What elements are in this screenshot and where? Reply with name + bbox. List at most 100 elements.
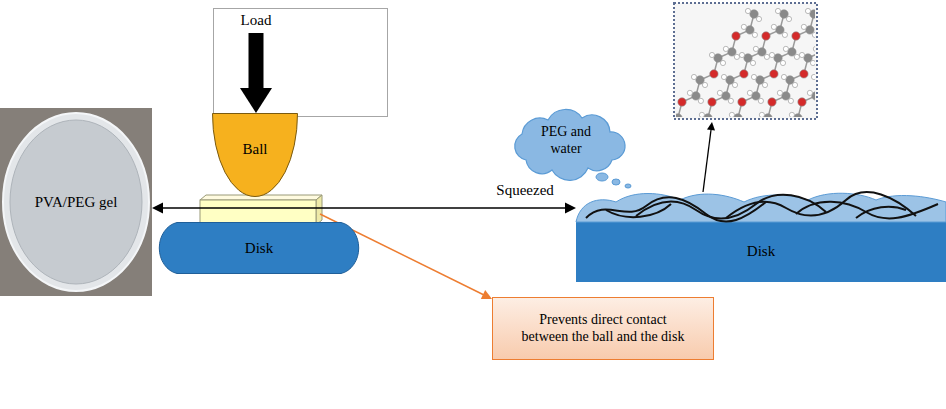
node-text: Prevents direct contact between the ball… xyxy=(518,312,688,346)
zoom-line xyxy=(703,130,711,192)
hydrogen-atom xyxy=(762,82,767,87)
carbon-atom xyxy=(764,114,772,117)
carbon-atom xyxy=(722,92,730,100)
hydrogen-atom xyxy=(799,52,804,57)
oxygen-atom xyxy=(678,98,686,106)
disk-outline xyxy=(576,188,946,282)
tail-bubble xyxy=(596,173,608,181)
oxygen-atom xyxy=(792,32,800,40)
edge-label: Squeezed xyxy=(493,181,556,199)
oxygen-atom xyxy=(798,98,806,106)
polymer-chain xyxy=(606,204,671,217)
node-text: Load xyxy=(241,11,272,29)
hydrogen-atom xyxy=(747,90,752,95)
hydrogen-atom xyxy=(777,90,782,95)
hydrogen-atom xyxy=(699,112,704,117)
connector-line xyxy=(162,207,566,209)
gel-block-side xyxy=(316,195,322,225)
load-frame xyxy=(214,9,388,117)
hydrogen-atom xyxy=(786,16,791,21)
hydrogen-atom xyxy=(758,98,763,103)
disk: Disk xyxy=(155,222,363,274)
oxygen-atom xyxy=(762,32,770,40)
hydrogen-atom xyxy=(721,74,726,79)
carbon-atom xyxy=(704,114,712,117)
carbon-atom xyxy=(776,26,784,34)
oxygen-atom xyxy=(710,70,718,78)
connector-line xyxy=(249,33,264,89)
hydrogen-atom xyxy=(734,54,739,59)
carbon-atom xyxy=(714,54,722,62)
carbon-atom xyxy=(750,10,758,18)
carbon-atom xyxy=(786,76,794,84)
hydrogen-atom xyxy=(775,8,780,13)
tail-bubble xyxy=(625,184,631,188)
oxygen-atom xyxy=(800,70,808,78)
carbon-atom xyxy=(676,114,682,117)
hydrogen-atom xyxy=(741,24,746,29)
hydrogen-atom xyxy=(698,98,703,103)
gel-block xyxy=(200,195,322,225)
zoom-head xyxy=(707,122,715,130)
carbon-atom xyxy=(780,10,788,18)
hydrogen-atom xyxy=(720,60,725,65)
carbon-atom xyxy=(752,92,760,100)
disk: Disk xyxy=(576,188,946,282)
ball: Ball xyxy=(212,113,298,197)
note-box: Prevents direct contact between the ball… xyxy=(492,297,714,360)
hydrogen-atom xyxy=(812,32,815,37)
oxygen-atom xyxy=(740,70,748,78)
carbon-atom xyxy=(726,76,734,84)
hydrogen-atom xyxy=(792,82,797,87)
tail-bubble xyxy=(612,179,620,185)
carbon-atom xyxy=(744,54,752,62)
node-text: PVA/PEG gel xyxy=(35,193,118,211)
photo-ground xyxy=(0,108,152,296)
polymer-chain xyxy=(726,192,916,218)
hydrogen-atom xyxy=(813,46,815,51)
node-text: PEG and water xyxy=(535,124,597,158)
carbon-atom xyxy=(746,26,754,34)
hydrogen-atom xyxy=(750,60,755,65)
molecule-frame xyxy=(674,3,817,119)
hydrogen-atom xyxy=(781,74,786,79)
gel-photo: PVA/PEG gel xyxy=(0,108,152,296)
arrow-head xyxy=(565,203,576,214)
hydrogen-atom xyxy=(801,24,806,29)
oxygen-atom xyxy=(738,98,746,106)
arrow-head xyxy=(240,88,272,113)
hydrogen-atom xyxy=(732,82,737,87)
carbon-atom xyxy=(734,114,742,117)
note-shape xyxy=(493,298,714,360)
molecule-image xyxy=(655,3,881,132)
hydrogen-atom xyxy=(751,74,756,79)
oxygen-atom xyxy=(768,98,776,106)
disk-shape xyxy=(159,223,358,274)
hydrogen-atom xyxy=(717,90,722,95)
hydrogen-atom xyxy=(702,82,707,87)
hydrogen-atom xyxy=(769,52,774,57)
hydrogen-atom xyxy=(783,46,788,51)
carbon-atom xyxy=(692,92,700,100)
hydrogen-atom xyxy=(729,112,734,117)
hydrogen-atom xyxy=(810,60,815,65)
hydrogen-atom xyxy=(745,8,750,13)
carbon-atom xyxy=(794,114,802,117)
ball-shape xyxy=(213,114,298,197)
carbon-atom xyxy=(806,26,814,34)
node-text: Ball xyxy=(243,140,268,158)
connector-arrow xyxy=(240,33,272,113)
cloud-shape xyxy=(515,109,625,180)
hydrogen-atom xyxy=(771,24,776,29)
carbon-atom xyxy=(788,48,796,56)
hydrogen-atom xyxy=(807,90,812,95)
polymer-chain xyxy=(796,202,938,219)
carbon-atom xyxy=(758,48,766,56)
carbon-atom xyxy=(782,92,790,100)
load-label: Load xyxy=(226,7,286,33)
gel-block-front xyxy=(200,200,316,225)
carbon-atom xyxy=(728,48,736,56)
